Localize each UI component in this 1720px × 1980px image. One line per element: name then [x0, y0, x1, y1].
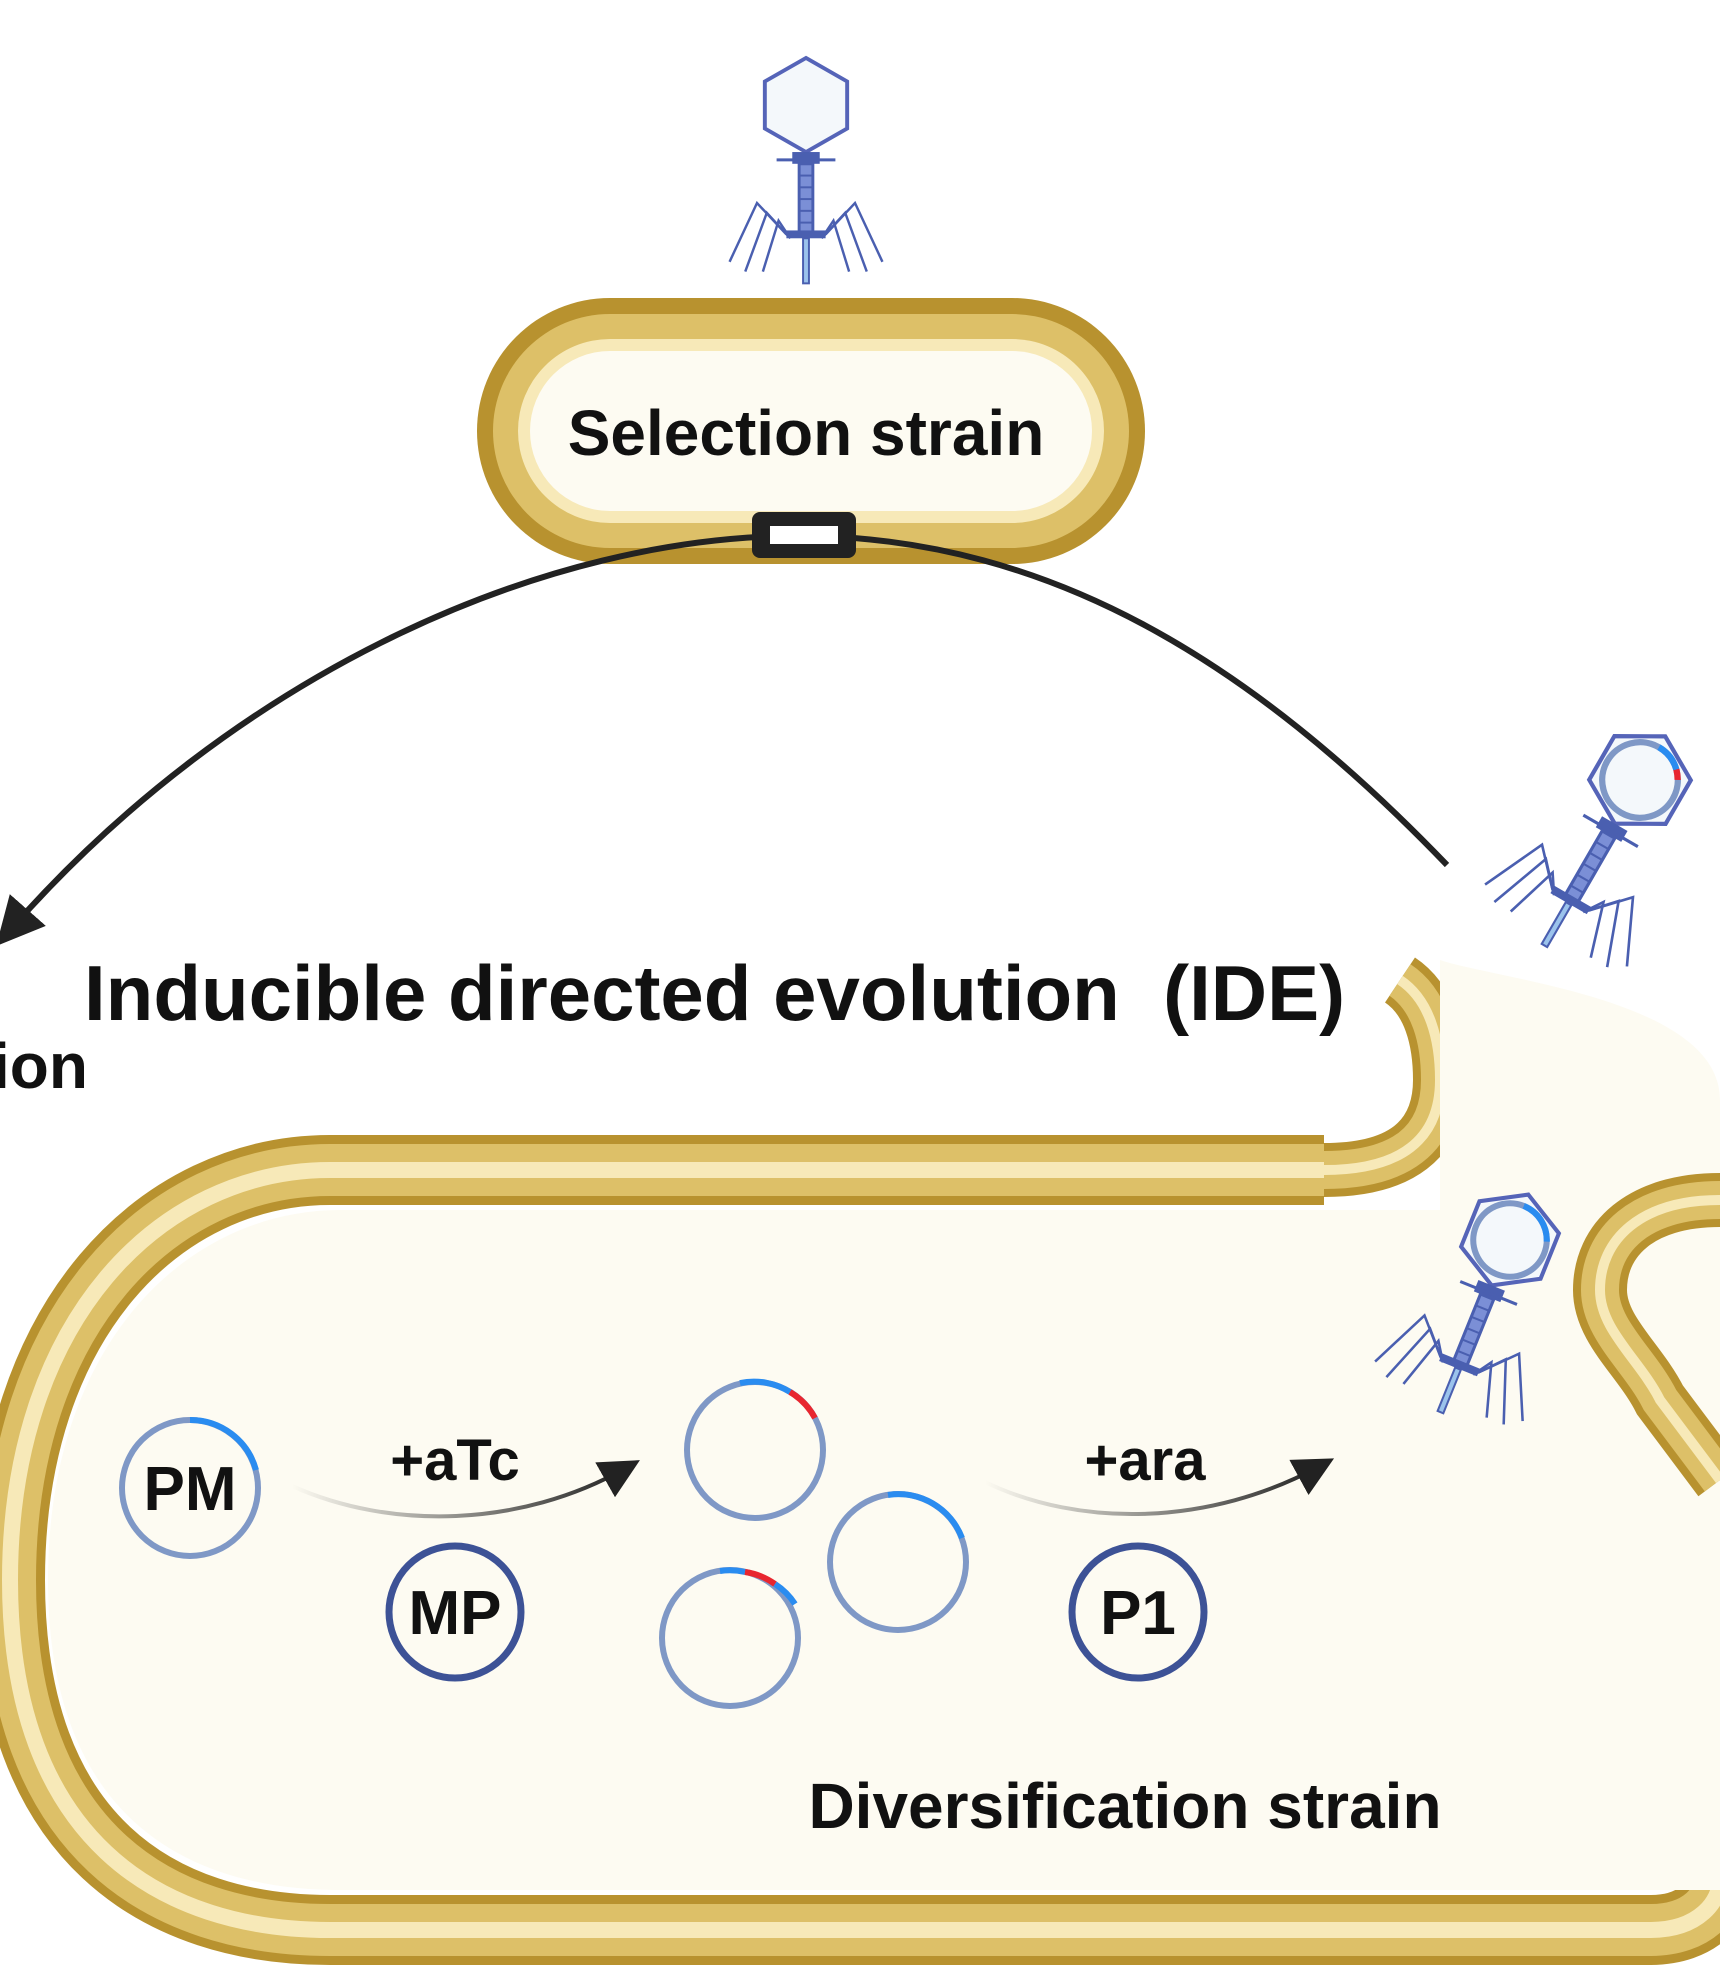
plasmid-pm: PM	[119, 1416, 261, 1559]
plasmid-mp-label: MP	[409, 1579, 502, 1648]
inducer-atc-label: +aTc	[390, 1428, 520, 1493]
mutant-phage-icon	[1474, 695, 1720, 986]
phage-icon	[727, 55, 885, 286]
plasmid-pm-label: PM	[144, 1455, 237, 1524]
arrow-icon-atc	[291, 1460, 640, 1519]
diversification-strain-cell	[0, 957, 1720, 1965]
edge-cut-label: ion	[0, 1030, 88, 1102]
selection-strain-label: Selection strain	[568, 397, 1045, 469]
phage-icon-inner	[1367, 1165, 1602, 1442]
promoter-box-icon	[752, 512, 856, 558]
plasmid-p1: P1	[1068, 1542, 1208, 1682]
diversification-strain-label: Diversification strain	[808, 1770, 1441, 1842]
plasmid-p1-label: P1	[1100, 1579, 1176, 1648]
arrow-icon-ara	[984, 1458, 1335, 1516]
selection-strain-cell	[477, 298, 1145, 564]
plasmid-mp: MP	[385, 1542, 525, 1682]
mutated-plasmid-cluster	[659, 1378, 969, 1709]
evolution-arc-arrow	[0, 532, 1450, 947]
inducer-ara-label: +ara	[1085, 1428, 1207, 1493]
diagram-title: Inducible directed evolution (IDE)	[84, 949, 1345, 1037]
